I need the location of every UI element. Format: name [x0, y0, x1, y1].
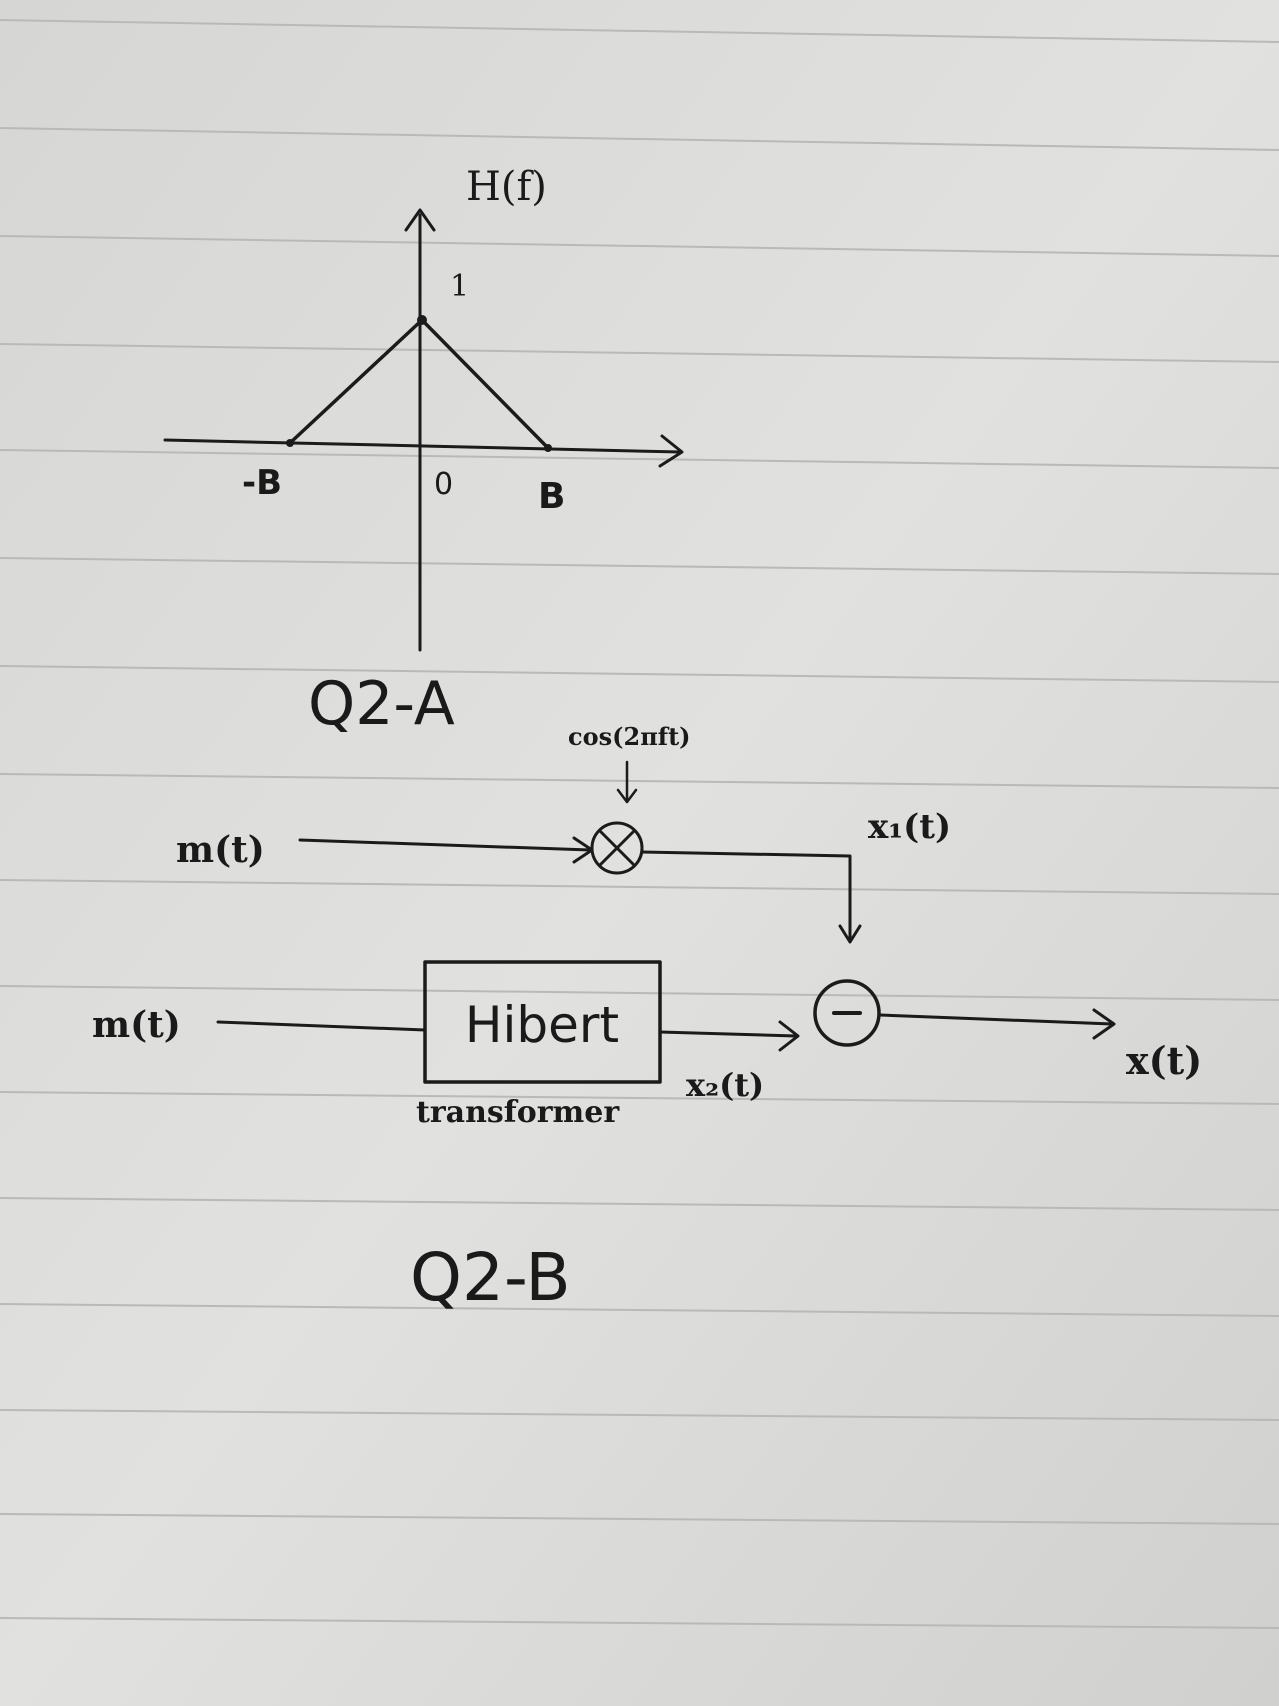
multiplier-cross-b — [598, 829, 636, 867]
y-axis-arrowhead — [404, 208, 436, 232]
neg-b-label: -B — [242, 463, 282, 503]
peak-label: 1 — [450, 269, 469, 304]
figure-q2b: cos(2πft) m(t) x₁(t) m(t) Hibert transfo… — [92, 722, 1202, 1316]
top-input-label: m(t) — [176, 829, 265, 871]
hilbert-block-label: Hibert — [465, 996, 619, 1054]
caption-q2b: Q2-B — [410, 1239, 571, 1316]
x2-label: x₂(t) — [686, 1066, 764, 1104]
multiplier-circle — [590, 821, 644, 875]
hilbert-block — [423, 960, 662, 1084]
hilbert-block-sublabel: transformer — [416, 1095, 620, 1130]
triangle-peak-point — [417, 315, 427, 325]
x1-arrowhead — [838, 924, 862, 944]
ruled-lines — [0, 19, 1279, 1629]
output-arrowhead — [1092, 1008, 1116, 1040]
x1-line — [640, 850, 852, 940]
bottom-input-line — [216, 1020, 427, 1032]
triangle-right-point — [544, 444, 552, 452]
carrier-label: cos(2πft) — [568, 722, 691, 751]
carrier-arrowhead — [616, 788, 638, 804]
figure-q2a: H(f) 1 -B 0 B Q2-A — [163, 164, 684, 739]
output-line — [878, 1013, 1114, 1026]
origin-label: 0 — [434, 467, 453, 502]
triangle-left-point — [286, 439, 294, 447]
x-axis — [163, 438, 682, 454]
output-label: x(t) — [1126, 1038, 1202, 1083]
x2-arrowhead — [778, 1020, 800, 1052]
caption-q2a: Q2-A — [308, 669, 455, 739]
top-input-line — [298, 838, 592, 852]
x1-label: x₁(t) — [868, 807, 951, 847]
bottom-input-label: m(t) — [92, 1004, 181, 1046]
pos-b-label: B — [538, 476, 565, 517]
subtractor-circle — [813, 979, 881, 1047]
x-axis-arrowhead — [658, 434, 684, 468]
y-axis-label: H(f) — [466, 164, 547, 210]
x2-line — [658, 1030, 798, 1038]
